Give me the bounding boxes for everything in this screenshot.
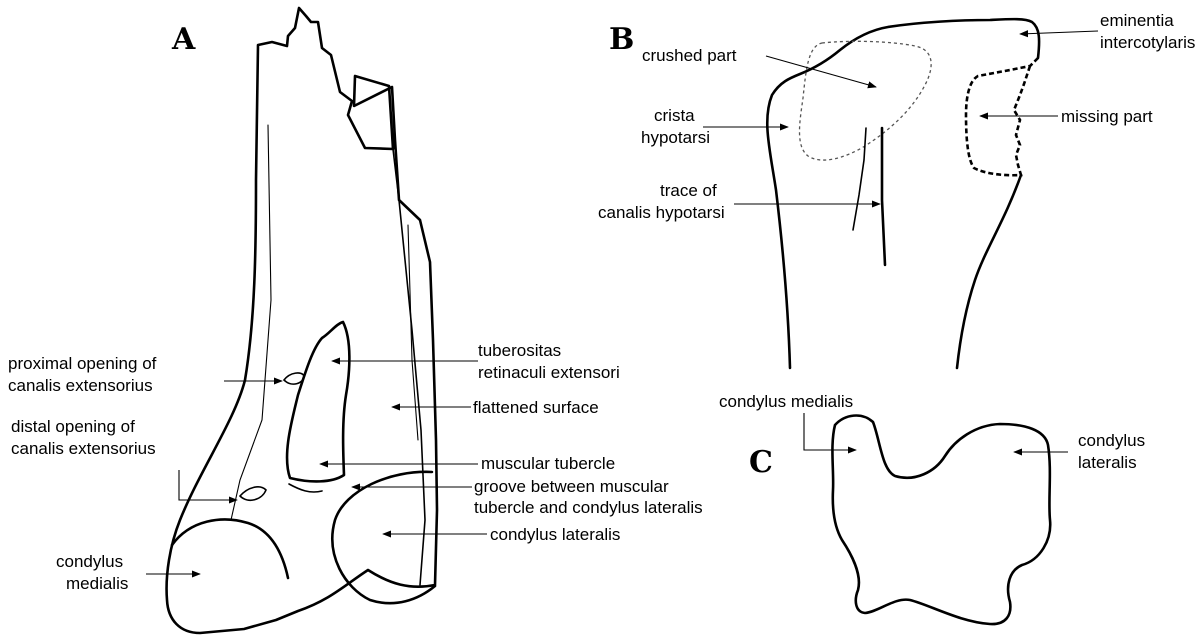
- label-proximal-opening: proximal opening of canalis extensorius: [8, 354, 161, 395]
- label-proximal-opening-line1: proximal opening of: [8, 354, 157, 373]
- panel-b-missing-part: [966, 58, 1038, 175]
- label-condylus-lateralis-c: condylus lateralis: [1078, 431, 1150, 472]
- label-proximal-opening-line2: canalis extensorius: [8, 376, 153, 395]
- arrow-distal-opening: [179, 470, 237, 500]
- label-trace-canalis-line2: canalis hypotarsi: [598, 203, 725, 222]
- label-condylus-medialis-a-line2: medialis: [66, 574, 128, 593]
- panel-a-letter: A: [171, 22, 196, 57]
- panel-c: C condylus medialis condylus lateralis: [719, 392, 1150, 624]
- label-distal-opening-line2: canalis extensorius: [11, 439, 156, 458]
- label-condylus-lateralis-c-line1: condylus: [1078, 431, 1145, 450]
- label-condylus-medialis-a: condylus medialis: [56, 552, 128, 593]
- label-crista-hypotarsi-line1: crista: [654, 106, 695, 125]
- panel-c-letter: C: [749, 445, 773, 480]
- panel-b: B crushed part crista hypotarsi trace of…: [598, 11, 1195, 368]
- label-flattened-surface: flattened surface: [473, 398, 599, 417]
- label-crista-hypotarsi-line2: hypotarsi: [641, 128, 710, 147]
- panel-b-right-shaft: [957, 175, 1021, 368]
- label-distal-opening-line1: distal opening of: [11, 417, 135, 436]
- panel-a: A proximal opening of canalis ext: [8, 8, 703, 633]
- panel-b-letter: B: [609, 22, 634, 57]
- label-eminentia-line1: eminentia: [1100, 11, 1174, 30]
- panel-c-distal-outline: [832, 416, 1050, 625]
- panel-b-trace-left: [853, 128, 866, 230]
- label-condylus-medialis-c: condylus medialis: [719, 392, 853, 411]
- label-groove: groove between muscular tubercle and con…: [474, 477, 703, 517]
- label-missing-part: missing part: [1061, 107, 1153, 126]
- panel-a-proximal-opening: [284, 373, 304, 384]
- arrow-eminentia: [1020, 31, 1098, 34]
- label-condylus-medialis-a-line1: condylus: [56, 552, 123, 571]
- arrow-condylus-medialis-c: [804, 413, 856, 450]
- label-groove-line2: tubercle and condylus lateralis: [474, 498, 703, 517]
- label-crista-hypotarsi: crista hypotarsi: [641, 106, 710, 147]
- label-trace-canalis-line1: trace of: [660, 181, 717, 200]
- label-tuberositas-line1: tuberositas: [478, 341, 561, 360]
- panel-a-distal-opening: [240, 487, 266, 500]
- label-distal-opening: distal opening of canalis extensorius: [11, 417, 156, 458]
- panel-a-inner-edge: [393, 149, 425, 585]
- panel-a-condylus-medialis: [172, 519, 288, 578]
- label-trace-canalis: trace of canalis hypotarsi: [598, 181, 725, 222]
- panel-a-groove: [289, 484, 322, 492]
- label-crushed-part: crushed part: [642, 46, 737, 65]
- label-groove-line1: groove between muscular: [474, 477, 669, 496]
- label-eminentia: eminentia intercotylaris: [1100, 11, 1195, 52]
- label-tuberositas-line2: retinaculi extensori: [478, 363, 620, 382]
- panel-b-trace-right: [882, 128, 885, 265]
- panel-a-bone-outline: [167, 8, 437, 633]
- panel-a-tuberositas: [287, 322, 349, 481]
- label-condylus-lateralis-c-line2: lateralis: [1078, 453, 1137, 472]
- label-tuberositas: tuberositas retinaculi extensori: [478, 341, 620, 382]
- label-muscular-tubercle: muscular tubercle: [481, 454, 615, 473]
- label-condylus-lateralis-a: condylus lateralis: [490, 525, 620, 544]
- label-eminentia-line2: intercotylaris: [1100, 33, 1195, 52]
